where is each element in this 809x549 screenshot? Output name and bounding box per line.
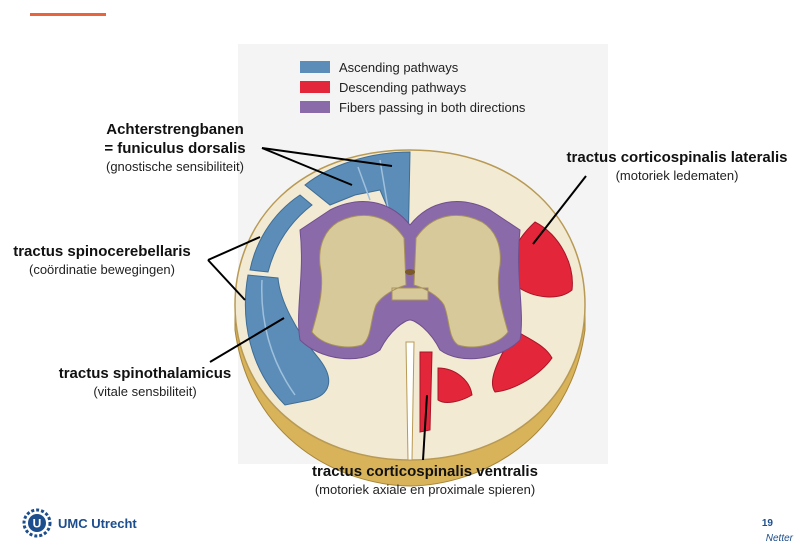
legend-swatch-purple <box>300 101 330 113</box>
ventral-corticospinal-tract <box>419 351 433 433</box>
pointer-lateral <box>532 175 587 245</box>
dorsal-column-tract <box>304 151 411 256</box>
source-credit: Netter <box>765 533 793 544</box>
label-ventralis-title: tractus corticospinalis ventralis <box>312 463 538 480</box>
tract-divider <box>357 166 371 201</box>
label-lateral-title: tractus corticospinalis lateralis <box>566 149 788 166</box>
pointer-dorsal-2 <box>261 147 353 186</box>
pointer-spinocerebellar-2 <box>207 259 246 301</box>
spinocerebellar-tract <box>249 194 313 273</box>
ventral-tract-blob <box>437 367 473 403</box>
legend-label: Ascending pathways <box>339 59 459 75</box>
label-lateral-note: (motoriek ledematen) <box>615 168 739 183</box>
umc-logo: U UMC Utrecht <box>22 508 137 538</box>
label-spinocerebellaris: tractus spinocerebellaris (coördinatie b… <box>2 242 202 278</box>
spinothalamic-tract <box>244 274 330 406</box>
umc-logo-letter: U <box>33 517 42 531</box>
label-dorsal: Achterstrengbanen = funiculus dorsalis (… <box>80 120 270 175</box>
legend-item: Descending pathways <box>300 77 525 97</box>
page-number: 19 <box>761 518 773 529</box>
central-canal <box>405 269 415 275</box>
label-spinocerebellaris-title: tractus spinocerebellaris <box>13 243 191 260</box>
pointer-spinocerebellar-1 <box>207 236 261 261</box>
umc-logo-icon: U <box>22 508 52 538</box>
pointer-ventral <box>422 394 428 461</box>
ventral-fissure <box>405 341 415 461</box>
legend-swatch-blue <box>300 61 330 73</box>
legend: Ascending pathways Descending pathways F… <box>300 57 525 117</box>
label-ventralis-note: (motoriek axiale en proximale spieren) <box>314 482 536 497</box>
label-lateral: tractus corticospinalis lateralis (motor… <box>552 148 802 184</box>
legend-label: Fibers passing in both directions <box>339 99 526 115</box>
legend-item: Ascending pathways <box>300 57 525 77</box>
label-spinothalamicus-title: tractus spinothalamicus <box>58 365 232 382</box>
pointer-spinothalamic <box>209 317 285 363</box>
label-spinothalamicus: tractus spinothalamicus (vitale sensbili… <box>45 364 245 400</box>
legend-swatch-red <box>300 81 330 93</box>
umc-logo-text: UMC Utrecht <box>58 515 137 531</box>
tract-divider <box>261 279 296 396</box>
label-dorsal-note: (gnostische sensibiliteit) <box>105 159 244 174</box>
legend-label: Descending pathways <box>339 79 467 95</box>
pointer-lines <box>207 147 587 461</box>
legend-item: Fibers passing in both directions <box>300 97 525 117</box>
title-accent-bar <box>30 13 106 16</box>
label-dorsal-subtitle: = funiculus dorsalis <box>104 140 246 157</box>
label-dorsal-title: Achterstrengbanen <box>106 121 244 138</box>
gray-matter <box>311 215 509 348</box>
label-spinocerebellaris-note: (coördinatie bewegingen) <box>29 262 175 277</box>
label-spinothalamicus-note: (vitale sensbiliteit) <box>93 384 197 399</box>
pointer-dorsal-1 <box>261 147 393 167</box>
label-ventralis: tractus corticospinalis ventralis (motor… <box>280 462 570 498</box>
